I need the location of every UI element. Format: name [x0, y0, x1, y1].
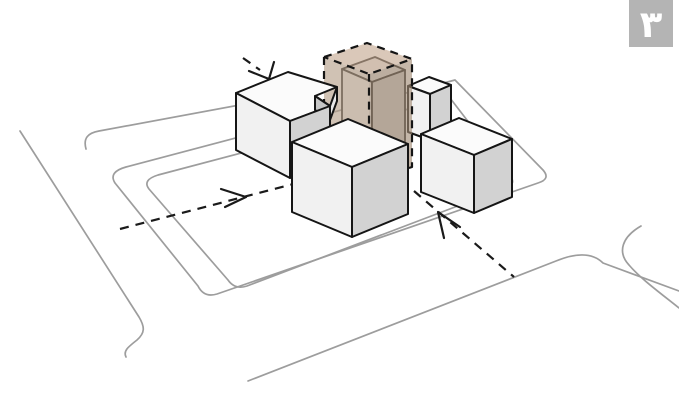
access-arrow-top-line [242, 57, 261, 71]
road-left-edge [19, 130, 145, 358]
center-building-right-face [351, 143, 409, 238]
badge-background [629, 0, 673, 47]
access-arrow-top [242, 57, 276, 81]
access-arrow-right-head-icon [436, 210, 462, 240]
road-upper-left-edge [84, 91, 311, 150]
sheet-number-badge: ٣ [629, 0, 673, 47]
building-center [291, 118, 409, 238]
badge-numeral: ٣ [640, 3, 663, 46]
access-arrow-left [119, 179, 306, 231]
road-right-curve [621, 225, 679, 309]
access-arrow-right [413, 190, 515, 278]
access-arrow-top-head-icon [247, 60, 276, 81]
building-right [420, 117, 513, 214]
road-bottom-edge [247, 254, 679, 382]
access-arrow-right-line [413, 190, 515, 278]
block-outline-outer [112, 79, 547, 296]
right-building-right-face [473, 138, 513, 214]
access-arrow-left-head-icon [219, 187, 248, 209]
